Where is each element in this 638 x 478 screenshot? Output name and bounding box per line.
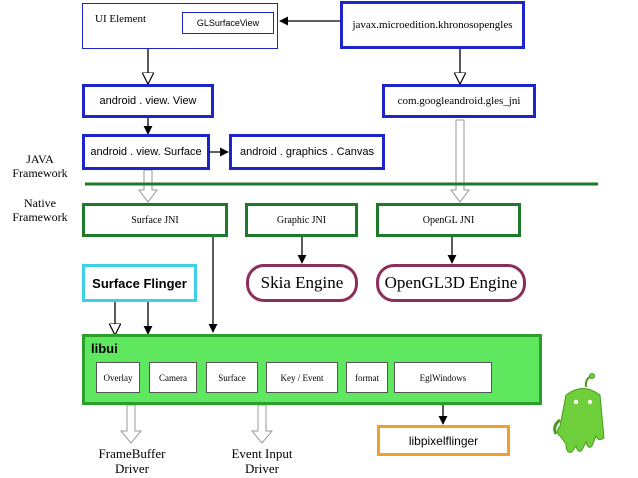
surface-jni-label: Surface JNI: [131, 214, 179, 226]
format-label: format: [355, 372, 379, 383]
opengl3d-engine-box: OpenGL3D Engine: [376, 264, 526, 302]
hollow-arrow-to-eventinput: [250, 404, 274, 444]
android-surface-box: android . view. Surface: [82, 134, 210, 170]
libpixelflinger-label: libpixelflinger: [408, 433, 479, 448]
android-view-label: android . view. View: [99, 95, 197, 107]
eglwindows-label: EglWindows: [419, 372, 467, 383]
opengl-jni-label: OpenGL JNI: [422, 214, 475, 226]
surface-label: Surface: [218, 372, 246, 383]
overlay-label: Overlay: [103, 372, 133, 383]
hollow-arrow-surface-to-jni: [138, 169, 158, 203]
framebuffer-driver-label: FrameBuffer Driver: [98, 446, 166, 476]
libpixelflinger-box: libpixelflinger: [377, 425, 510, 456]
gles-jni-label: com.googleandroid.gles_jni: [397, 95, 521, 107]
surface-flinger-label: Surface Flinger: [92, 275, 187, 291]
glsurfaceview-label: GLSurfaceView: [196, 18, 260, 28]
javax-gles-label: javax.microedition.khronosopengles: [352, 19, 513, 31]
android-canvas-box: android . graphics . Canvas: [229, 134, 385, 170]
surface-jni-box: Surface JNI: [82, 203, 228, 237]
surface-flinger-box: Surface Flinger: [82, 264, 197, 302]
android-view-box: android . view. View: [82, 84, 214, 118]
event-input-driver-label: Event Input Driver: [231, 446, 293, 476]
graphic-jni-box: Graphic JNI: [245, 203, 358, 237]
libui-module-format: format: [346, 362, 388, 393]
libui-module-surface: Surface: [206, 362, 258, 393]
libui-module-camera: Camera: [149, 362, 197, 393]
opengl-jni-box: OpenGL JNI: [376, 203, 521, 237]
hollow-arrow-glesjni-to-opengljni: [450, 119, 470, 203]
camera-label: Camera: [159, 372, 187, 383]
key-event-label: Key / Event: [280, 372, 324, 383]
glsurfaceview-box: GLSurfaceView: [182, 12, 274, 34]
opengl3d-engine-label: OpenGL3D Engine: [384, 273, 518, 292]
android-canvas-label: android . graphics . Canvas: [240, 146, 374, 158]
graphic-jni-label: Graphic JNI: [276, 214, 327, 226]
android-surface-label: android . view. Surface: [90, 146, 202, 158]
libui-label: libui: [91, 341, 118, 356]
libui-module-eglwindows: EglWindows: [394, 362, 492, 393]
javax-gles-box: javax.microedition.khronosopengles: [340, 1, 525, 49]
java-framework-label: JAVA Framework: [12, 152, 68, 180]
gles-jni-box: com.googleandroid.gles_jni: [382, 84, 536, 118]
hollow-arrow-to-framebuffer: [119, 404, 143, 444]
skia-engine-box: Skia Engine: [246, 264, 358, 302]
libui-module-key-event: Key / Event: [266, 362, 338, 393]
android-mascot-icon: [553, 373, 605, 453]
native-framework-label: Native Framework: [12, 196, 68, 224]
ui-element-label: UI Element: [95, 13, 147, 25]
skia-engine-label: Skia Engine: [260, 273, 344, 292]
libui-module-overlay: Overlay: [96, 362, 140, 393]
